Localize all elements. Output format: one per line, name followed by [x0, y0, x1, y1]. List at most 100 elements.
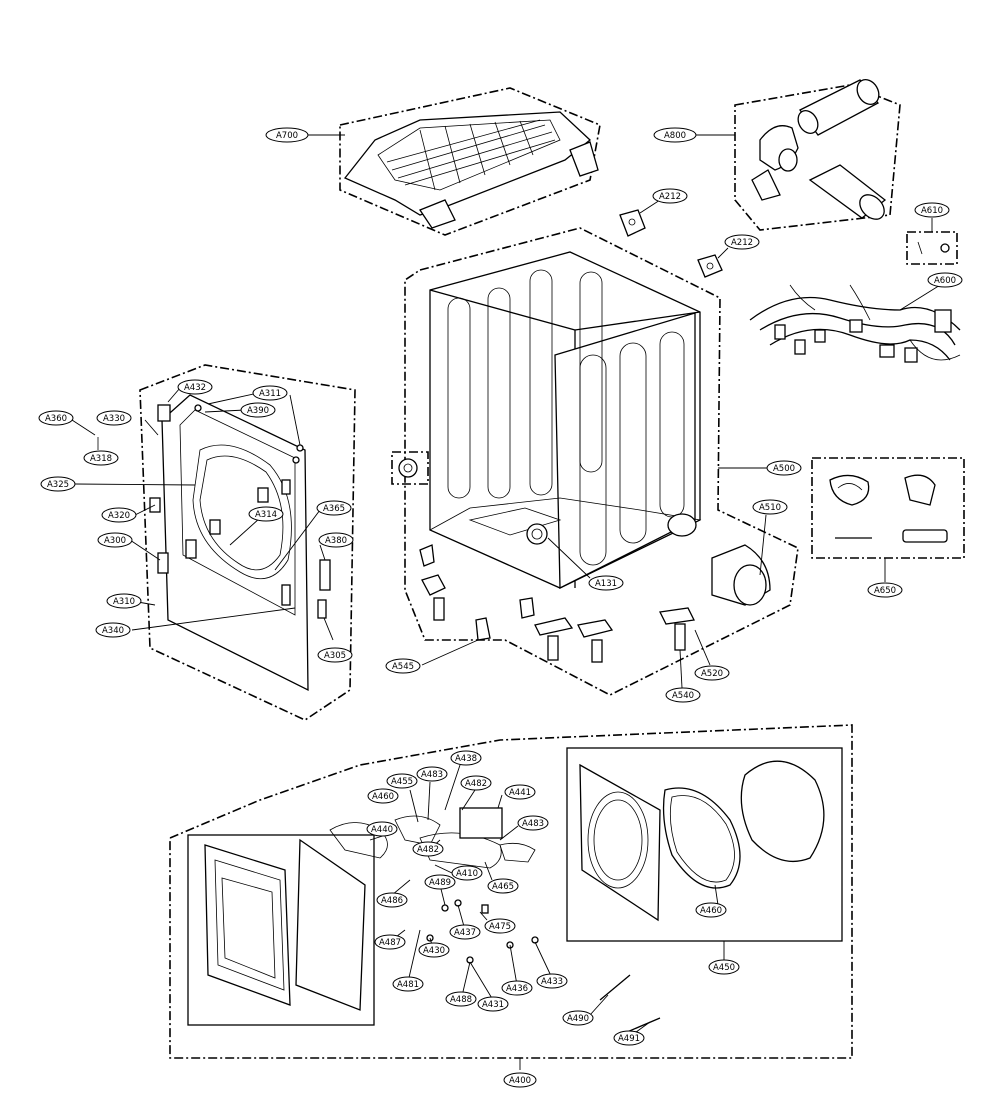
- a610-part: [906, 218, 958, 265]
- label-a488: A488: [445, 991, 477, 1007]
- svg-text:A450: A450: [713, 963, 735, 973]
- label-a438: A438: [450, 750, 482, 766]
- svg-text:A483: A483: [421, 770, 443, 780]
- svg-text:A340: A340: [102, 626, 124, 636]
- svg-text:A610: A610: [921, 206, 943, 216]
- label-a489: A489: [424, 874, 456, 890]
- a212-part-lower: [697, 247, 729, 278]
- label-a305: A305: [317, 647, 353, 663]
- label-a320: A320: [101, 507, 137, 523]
- label-a360: A360: [38, 410, 74, 426]
- svg-text:A380: A380: [325, 536, 347, 546]
- svg-text:A360: A360: [45, 414, 67, 424]
- svg-text:A436: A436: [506, 984, 528, 994]
- svg-text:A600: A600: [934, 276, 956, 286]
- svg-text:A500: A500: [773, 464, 795, 474]
- svg-text:A483: A483: [522, 819, 544, 829]
- label-a380: A380: [318, 532, 354, 548]
- svg-text:A330: A330: [103, 414, 125, 424]
- svg-text:A437: A437: [454, 928, 476, 938]
- wire-harness: [749, 281, 961, 363]
- label-a437: A437: [449, 924, 481, 940]
- label-a540: A540: [665, 687, 701, 703]
- label-a310: A310: [106, 593, 142, 609]
- label-a440: A440: [366, 821, 398, 837]
- label-a490: A490: [562, 1010, 594, 1026]
- svg-text:A305: A305: [324, 651, 346, 661]
- cabinet-assembly: [391, 227, 799, 696]
- label-a460: A460: [367, 788, 399, 804]
- label-a433: A433: [536, 973, 568, 989]
- exhaust-duct-assembly: [695, 79, 901, 231]
- svg-text:A441: A441: [509, 788, 531, 798]
- svg-text:A486: A486: [381, 896, 403, 906]
- label-a600: A600: [927, 272, 963, 288]
- label-a610: A610: [914, 202, 950, 218]
- label-a481: A481: [392, 976, 424, 992]
- label-a432: A432: [177, 379, 213, 395]
- svg-text:A481: A481: [397, 980, 419, 990]
- label-a483-upper: A483: [416, 766, 448, 782]
- svg-text:A365: A365: [323, 504, 345, 514]
- label-a482-lower: A482: [412, 841, 444, 857]
- label-a455: A455: [386, 773, 418, 789]
- label-a212-lower: A212: [724, 234, 760, 250]
- svg-text:A510: A510: [759, 503, 781, 513]
- label-a465: A465: [487, 878, 519, 894]
- svg-text:A540: A540: [672, 691, 694, 701]
- svg-text:A489: A489: [429, 878, 451, 888]
- label-a800: A800: [653, 127, 697, 143]
- svg-text:A314: A314: [255, 510, 277, 520]
- label-a365: A365: [316, 500, 352, 516]
- label-a330: A330: [96, 410, 132, 426]
- label-a487: A487: [374, 934, 406, 950]
- svg-text:A438: A438: [455, 754, 477, 764]
- label-a491: A491: [613, 1030, 645, 1046]
- svg-text:A131: A131: [595, 579, 617, 589]
- label-a212-upper: A212: [652, 188, 688, 204]
- svg-text:A320: A320: [108, 511, 130, 521]
- svg-text:A545: A545: [392, 662, 414, 672]
- svg-text:A482: A482: [417, 845, 439, 855]
- svg-text:A311: A311: [259, 389, 281, 399]
- label-a410: A410: [451, 865, 483, 881]
- svg-text:A318: A318: [90, 454, 112, 464]
- label-a500: A500: [766, 460, 802, 476]
- label-a400: A400: [503, 1072, 537, 1088]
- a212-part-upper: [619, 199, 661, 237]
- label-a700: A700: [265, 127, 309, 143]
- svg-text:A400: A400: [509, 1076, 531, 1086]
- label-a340: A340: [95, 622, 131, 638]
- svg-text:A650: A650: [874, 586, 896, 596]
- label-a131: A131: [588, 575, 624, 591]
- svg-text:A440: A440: [371, 825, 393, 835]
- svg-text:A700: A700: [276, 131, 298, 141]
- label-a300: A300: [97, 532, 133, 548]
- door-assembly: [169, 724, 853, 1070]
- svg-text:A410: A410: [456, 869, 478, 879]
- svg-text:A433: A433: [541, 977, 563, 987]
- callout-labels: A700 A800 A212 A212 A610 A600 A432 A311 …: [38, 127, 963, 1088]
- svg-text:A475: A475: [489, 922, 511, 932]
- label-a430: A430: [418, 942, 450, 958]
- svg-text:A310: A310: [113, 597, 135, 607]
- top-panel-assembly: [308, 87, 601, 236]
- svg-text:A455: A455: [391, 777, 413, 787]
- svg-text:A432: A432: [184, 383, 206, 393]
- label-a650: A650: [867, 582, 903, 598]
- label-a314: A314: [248, 506, 284, 522]
- front-panel-assembly: [71, 364, 356, 721]
- svg-text:A487: A487: [379, 938, 401, 948]
- svg-text:A325: A325: [47, 480, 69, 490]
- svg-text:A212: A212: [731, 238, 753, 248]
- svg-text:A490: A490: [567, 1014, 589, 1024]
- label-a441: A441: [504, 784, 536, 800]
- svg-text:A300: A300: [104, 536, 126, 546]
- label-a390: A390: [240, 402, 276, 418]
- svg-text:A488: A488: [450, 995, 472, 1005]
- label-a520: A520: [694, 665, 730, 681]
- svg-text:A431: A431: [482, 1000, 504, 1010]
- svg-text:A460: A460: [700, 906, 722, 916]
- svg-text:A212: A212: [659, 192, 681, 202]
